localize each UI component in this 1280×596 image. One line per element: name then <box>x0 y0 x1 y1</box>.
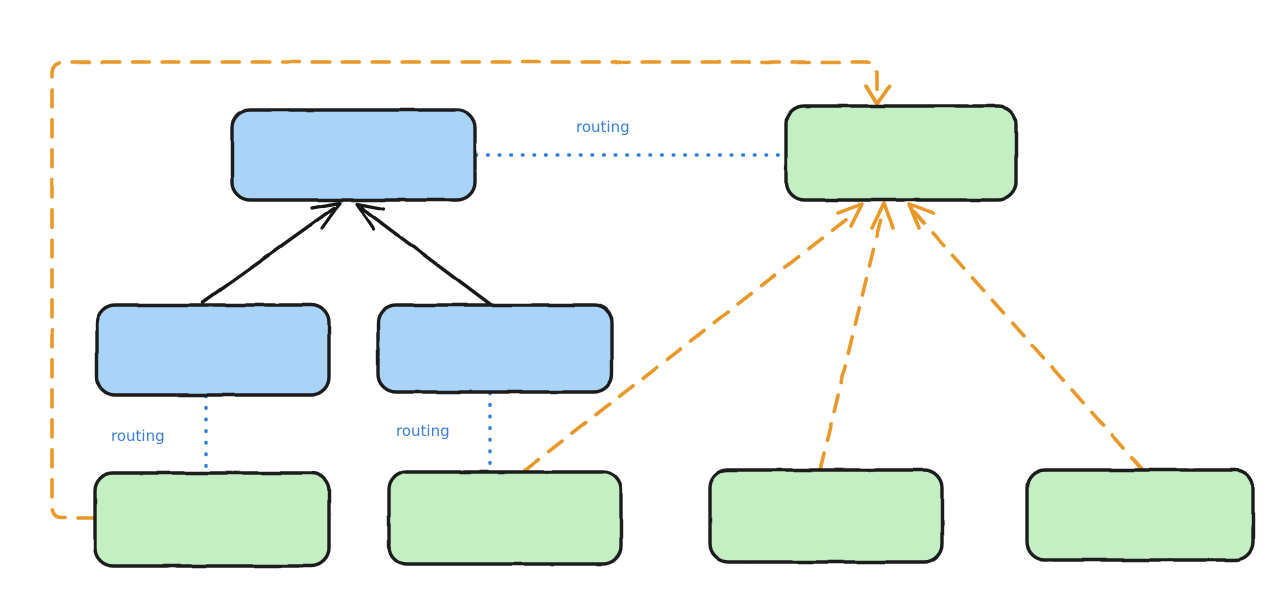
node-inference[interactable]: inference <box>1027 470 1253 560</box>
node-label-scoring-functions: scoring_functions <box>408 337 582 360</box>
node-eval-tasks[interactable]: eval_tasks <box>232 110 475 200</box>
node-scoring-functions[interactable]: scoring_functions <box>378 305 612 392</box>
node-label-inference: inference <box>1093 504 1187 526</box>
node-datasets[interactable]: datasets <box>97 305 329 395</box>
edge-scoring-functions-to-eval-tasks <box>355 202 492 306</box>
edge-datasets-to-eval-tasks <box>201 201 342 304</box>
edge-agents-to-eval <box>818 201 895 472</box>
edge-label-routing-scoring-functions-scoring: routing <box>396 422 450 440</box>
edge-scoring-to-eval <box>523 202 864 472</box>
node-agents[interactable]: agents <box>710 470 942 562</box>
edge-label-routing-datasets-datasetio: routing <box>111 427 165 445</box>
node-label-datasets: datasets <box>170 339 256 361</box>
node-label-agents: agents <box>792 505 860 527</box>
node-scoring[interactable]: scoring <box>389 472 621 564</box>
node-label-scoring: scoring <box>469 507 541 529</box>
node-datasetio[interactable]: datasetio <box>95 473 329 566</box>
edge-inference-to-eval <box>907 202 1145 472</box>
node-label-eval: eval <box>880 142 922 164</box>
edge-datasetio-to-eval <box>50 60 891 520</box>
node-label-eval-tasks: eval_tasks <box>301 144 406 166</box>
node-label-datasetio: datasetio <box>165 508 259 531</box>
node-eval[interactable]: eval <box>786 106 1016 200</box>
edge-label-routing-eval-tasks-eval: routing <box>576 118 630 136</box>
